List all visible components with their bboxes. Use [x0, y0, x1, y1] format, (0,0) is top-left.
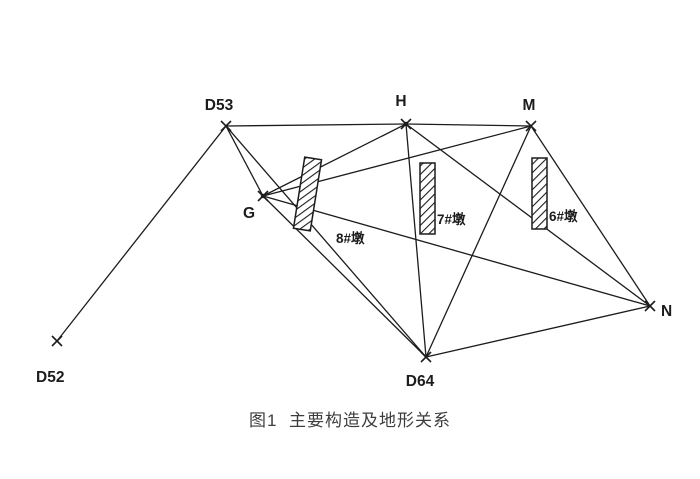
node-label-D53: D53	[205, 97, 234, 114]
node-label-N: N	[661, 303, 672, 320]
node-label-M: M	[523, 97, 536, 114]
node-marker-D52	[51, 335, 63, 347]
pier-label-6: 6#墩	[549, 208, 578, 224]
edge-H-M	[405, 123, 532, 127]
node-label-D64: D64	[406, 373, 435, 390]
node-label-G: G	[243, 205, 255, 222]
node-dot-H	[403, 121, 409, 127]
edge-H-D64	[405, 123, 427, 358]
node-dot-G	[260, 193, 266, 199]
edge-D53-D64	[225, 125, 427, 358]
node-marker-M	[525, 120, 537, 132]
pier-label-8: 8#墩	[336, 230, 365, 246]
pier-8: 8#墩	[292, 156, 365, 246]
pier-rect-7	[419, 162, 436, 235]
edge-D52-D53	[56, 125, 227, 342]
edge-D53-H	[225, 123, 407, 127]
node-marker-D64	[420, 351, 432, 363]
node-D52: D52	[36, 335, 64, 386]
node-D64: D64	[406, 351, 435, 390]
edge-M-N	[530, 125, 651, 307]
node-label-D52: D52	[36, 369, 64, 386]
edge-M-D64	[425, 125, 532, 358]
pier-rect-6	[531, 157, 548, 230]
pier-rect-8	[292, 156, 323, 232]
node-marker-N	[644, 300, 656, 312]
edge-G-N	[262, 195, 651, 307]
pier-label-7: 7#墩	[437, 211, 466, 227]
node-N: N	[644, 300, 672, 320]
pier-7: 7#墩	[419, 162, 466, 235]
piers-layer: 8#墩 7#墩 6#墩	[292, 156, 578, 246]
node-D53: D53	[205, 97, 234, 132]
edge-H-N	[405, 123, 651, 307]
pier-6: 6#墩	[531, 157, 578, 230]
node-H: H	[395, 93, 412, 130]
edge-G-D64	[262, 195, 427, 358]
edge-D53-G	[225, 125, 264, 197]
edges-layer	[56, 123, 651, 358]
node-G: G	[243, 190, 269, 222]
edge-G-H	[262, 123, 407, 197]
node-label-H: H	[395, 93, 406, 110]
node-M: M	[523, 97, 537, 132]
figure-caption: 图1 主要构造及地形关系	[249, 411, 451, 430]
node-marker-D53	[220, 120, 232, 132]
edge-D64-N	[425, 305, 651, 358]
